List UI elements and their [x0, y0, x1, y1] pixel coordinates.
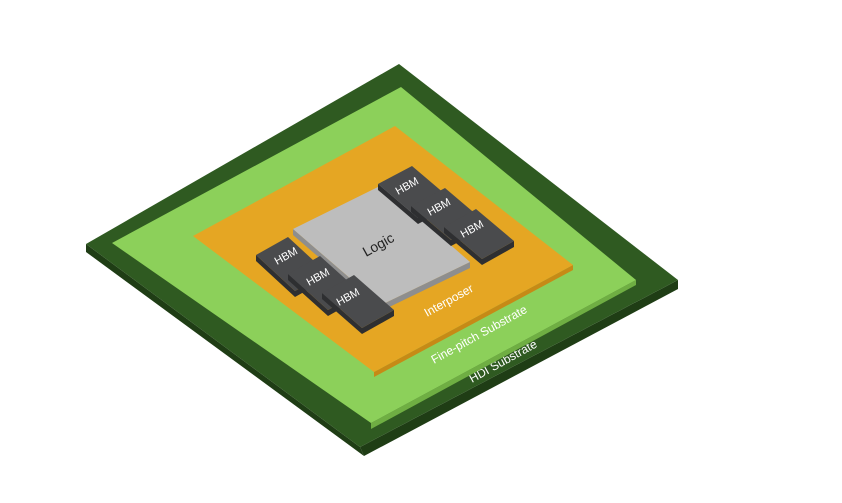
hbm-stack-side-right	[482, 241, 514, 265]
hbm-stack-top	[444, 209, 514, 259]
hbm-stack: HBM	[444, 209, 514, 265]
hbm-stack-side	[322, 293, 362, 334]
hbm-stack-side	[256, 255, 295, 297]
logic-die-top	[293, 185, 470, 305]
fine-pitch-substrate-side	[371, 280, 636, 429]
hbm-stack-side	[411, 206, 451, 246]
hdi-substrate-side-right	[360, 280, 678, 456]
hbm-left-column: HBM HBM HBM	[256, 237, 394, 334]
hbm-right-column: HBM HBM HBM	[378, 166, 514, 265]
hbm-stack-side-right	[362, 310, 394, 334]
hbm-stack-side	[444, 227, 482, 265]
hbm-stack-side	[378, 184, 418, 224]
interposer-side	[374, 265, 573, 377]
hbm-stack: HBM	[322, 275, 394, 334]
hbm-stack-side	[288, 274, 328, 316]
hbm-stack-top	[322, 275, 394, 328]
logic-die-side-right	[381, 262, 470, 311]
hdi-substrate-side	[86, 244, 364, 456]
